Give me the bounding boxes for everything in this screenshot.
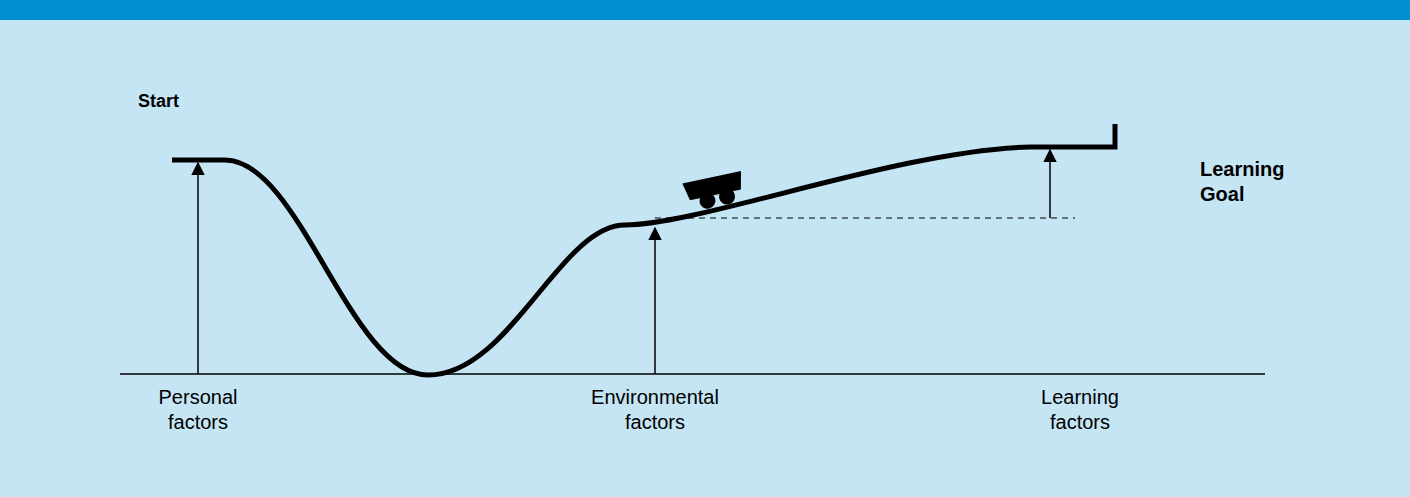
dashed-level xyxy=(655,217,1075,218)
track xyxy=(172,124,1115,375)
cart xyxy=(682,171,747,213)
base-line xyxy=(120,373,1265,375)
height-arrow xyxy=(654,228,656,374)
factor-label: Personal factors xyxy=(138,385,258,435)
height-arrow xyxy=(1049,150,1051,218)
goal-label: Learning Goal xyxy=(1200,157,1310,207)
factor-label: Environmental factors xyxy=(580,385,730,435)
height-arrow xyxy=(197,163,199,374)
start-label: Start xyxy=(138,90,218,113)
header-bar xyxy=(0,0,1410,20)
factor-label: Learning factors xyxy=(1025,385,1135,435)
